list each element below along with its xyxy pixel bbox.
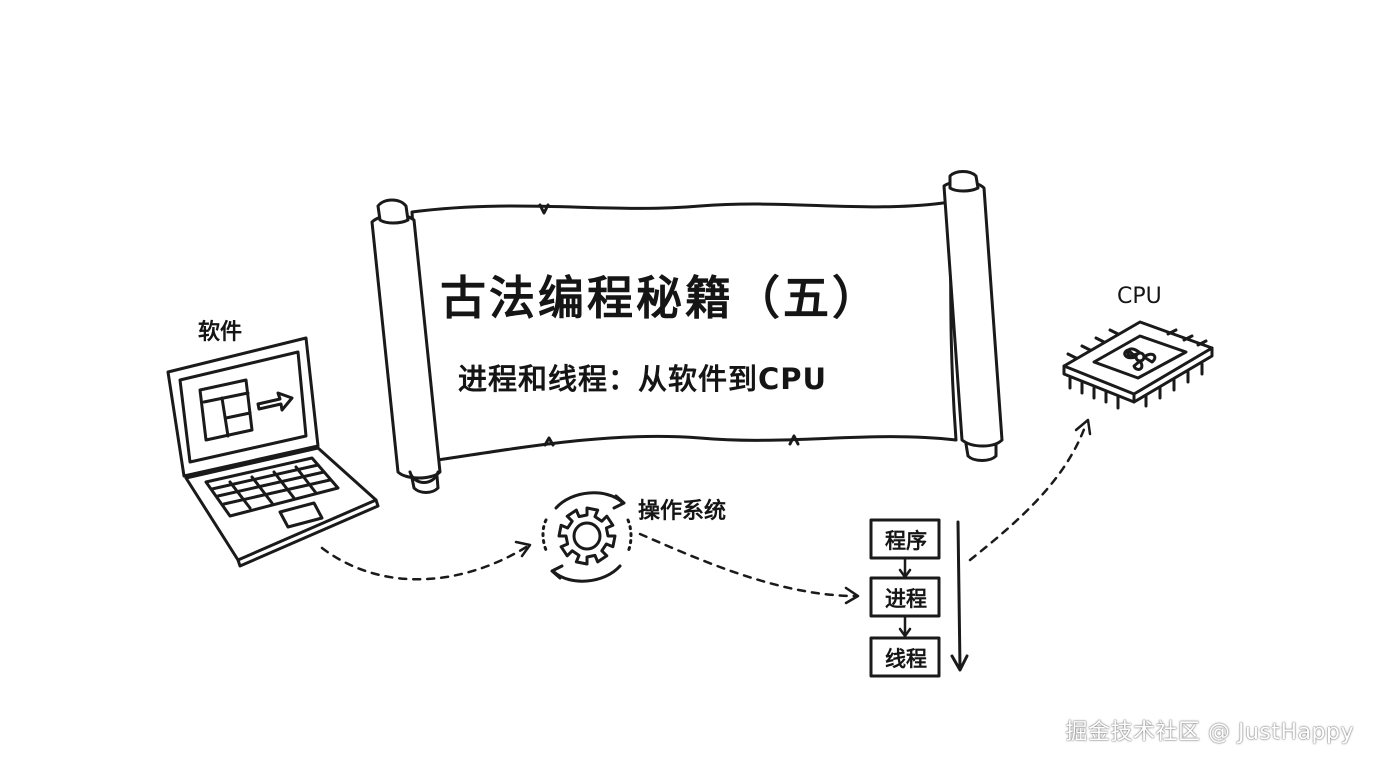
arrow-os-to-hierarchy <box>638 532 858 598</box>
cpu-label: CPU <box>1117 284 1162 309</box>
hierarchy-diagram <box>869 518 969 678</box>
hierarchy-item-thread: 线程 <box>885 647 927 671</box>
software-label: 软件 <box>198 320 243 345</box>
scroll-title: 古法编程秘籍（五） <box>440 271 881 325</box>
gear-cycle-icon <box>541 491 633 583</box>
arrow-laptop-to-os <box>320 544 530 581</box>
hierarchy-item-process: 进程 <box>885 587 927 611</box>
scroll-icon <box>370 170 1004 494</box>
cpu-chip-icon <box>1062 320 1214 410</box>
scroll-subtitle: 进程和线程：从软件到CPU <box>458 362 828 396</box>
hierarchy-item-program: 程序 <box>885 529 927 553</box>
flow-arrows <box>320 418 1092 605</box>
os-label: 操作系统 <box>638 499 727 524</box>
arrow-hierarchy-to-cpu <box>968 422 1088 562</box>
watermark: 掘金技术社区 @ JustHappy <box>1065 720 1354 745</box>
laptop-icon <box>166 336 380 568</box>
